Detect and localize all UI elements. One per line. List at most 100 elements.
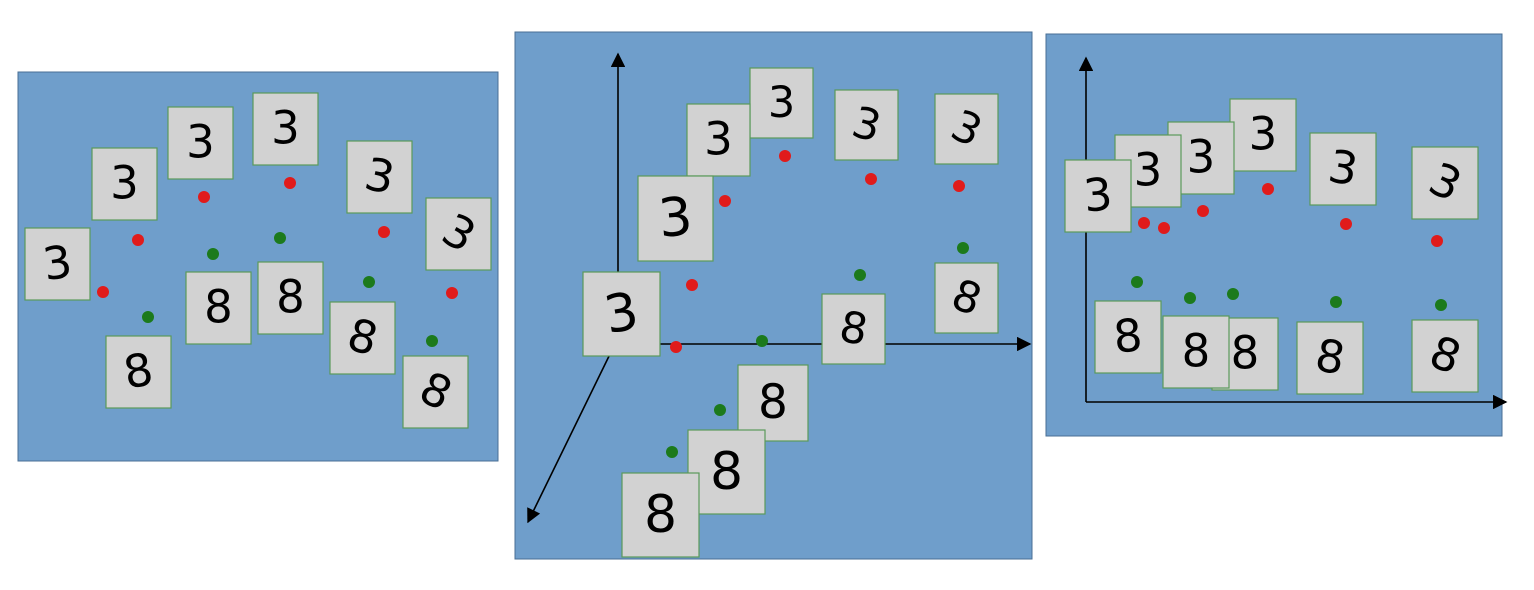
digit-tile-frame <box>91 147 158 221</box>
digit-tile-frame <box>834 89 899 161</box>
embedding-point-8 <box>274 232 286 244</box>
digit-tile-frame <box>329 301 396 375</box>
digit-tile-3: 3 <box>1064 159 1132 233</box>
digit-tile-frame <box>1411 319 1479 393</box>
digit-tile-8: 8 <box>1094 300 1162 374</box>
digit-glyph: 8 <box>710 442 743 502</box>
digit-tile-8: 8 <box>1411 319 1479 393</box>
embedding-point-3 <box>686 279 698 291</box>
embedding-point-3 <box>779 150 791 162</box>
digit-tile-frame <box>737 364 809 442</box>
embedding-point-3 <box>953 180 965 192</box>
digit-glyph: 3 <box>1187 130 1216 183</box>
digit-glyph: 8 <box>1182 324 1211 377</box>
digit-glyph: 3 <box>271 101 300 154</box>
digit-tile-frame <box>402 355 469 429</box>
digit-tile-frame <box>167 106 234 180</box>
digit-tile-frame <box>686 103 751 177</box>
embedding-point-8 <box>957 242 969 254</box>
digit-tile-frame <box>1229 98 1297 172</box>
digit-glyph: 3 <box>1249 107 1278 160</box>
digit-tile-frame <box>749 67 814 139</box>
embedding-point-8 <box>756 335 768 347</box>
digit-tile-frame <box>637 175 714 262</box>
digit-tile-8: 8 <box>687 429 766 515</box>
digit-tile-8: 8 <box>934 262 999 334</box>
digit-tile-8: 8 <box>821 293 886 365</box>
digit-tile-3: 3 <box>834 89 899 161</box>
digit-tile-8: 8 <box>737 364 809 442</box>
digit-tile-3: 3 <box>24 227 91 301</box>
digit-tile-frame <box>346 140 413 214</box>
digit-glyph: 3 <box>1134 143 1163 196</box>
embedding-point-3 <box>1431 235 1443 247</box>
digit-tile-3: 3 <box>686 103 751 177</box>
digit-tile-frame <box>252 92 319 166</box>
digit-glyph: 8 <box>1111 308 1144 363</box>
digit-tile-3: 3 <box>1309 132 1377 206</box>
digit-tile-3: 3 <box>346 140 413 214</box>
embedding-point-3 <box>446 287 458 299</box>
z-axis <box>527 349 613 524</box>
embedding-point-8 <box>426 335 438 347</box>
digit-tile-3: 3 <box>749 67 814 139</box>
digit-glyph: 3 <box>704 112 733 165</box>
embedding-point-8 <box>714 404 726 416</box>
digit-glyph: 3 <box>768 78 795 128</box>
embedding-point-3 <box>132 234 144 246</box>
digit-tile-8: 8 <box>257 261 324 335</box>
digit-glyph: 3 <box>186 115 215 168</box>
digit-tile-3: 3 <box>252 92 319 166</box>
embedding-point-3 <box>1138 217 1150 229</box>
embedding-point-3 <box>670 341 682 353</box>
digit-tile-frame <box>621 472 700 558</box>
digit-glyph: 8 <box>644 485 677 545</box>
digit-tile-8: 8 <box>329 301 396 375</box>
embedding-point-3 <box>1197 205 1209 217</box>
digit-tile-3: 3 <box>425 197 492 271</box>
embedding-point-3 <box>284 177 296 189</box>
digit-tile-frame <box>1094 300 1162 374</box>
digit-tile-8: 8 <box>402 355 469 429</box>
digit-tile-8: 8 <box>185 271 252 345</box>
digit-glyph: 8 <box>1231 326 1260 379</box>
digit-tile-8: 8 <box>1296 321 1364 395</box>
digit-tile-3: 3 <box>934 93 999 165</box>
embedding-point-3 <box>198 191 210 203</box>
embedding-point-3 <box>865 173 877 185</box>
digit-glyph: 8 <box>204 280 233 333</box>
embedding-point-3 <box>719 195 731 207</box>
embedding-point-8 <box>207 248 219 260</box>
digit-tile-frame <box>821 293 886 365</box>
digit-tile-frame <box>1162 315 1230 389</box>
digit-tile-3: 3 <box>637 175 714 262</box>
digit-tile-frame <box>1296 321 1364 395</box>
digit-tile-frame <box>934 262 999 334</box>
embedding-point-8 <box>1330 296 1342 308</box>
digit-tile-8: 8 <box>1162 315 1230 389</box>
digit-glyph: 3 <box>110 156 139 209</box>
digit-tile-3: 3 <box>1411 146 1479 220</box>
digit-tile-frame <box>1064 159 1132 233</box>
digit-tile-frame <box>105 335 172 409</box>
digit-tile-3: 3 <box>91 147 158 221</box>
digit-tile-frame <box>24 227 91 301</box>
embedding-point-8 <box>1184 292 1196 304</box>
digit-glyph: 8 <box>276 270 305 323</box>
embedding-point-8 <box>1435 299 1447 311</box>
digit-glyph: 8 <box>758 375 788 430</box>
embedding-point-3 <box>1262 183 1274 195</box>
digit-tile-frame <box>582 271 661 357</box>
embedding-point-8 <box>1227 288 1239 300</box>
digit-tile-3: 3 <box>1229 98 1297 172</box>
digit-tile-frame <box>185 271 252 345</box>
digit-tile-8: 8 <box>621 472 700 558</box>
digit-tile-frame <box>934 93 999 165</box>
digit-tile-3: 3 <box>167 106 234 180</box>
digit-tile-frame <box>1309 132 1377 206</box>
embedding-point-3 <box>97 286 109 298</box>
embedding-point-3 <box>1158 222 1170 234</box>
